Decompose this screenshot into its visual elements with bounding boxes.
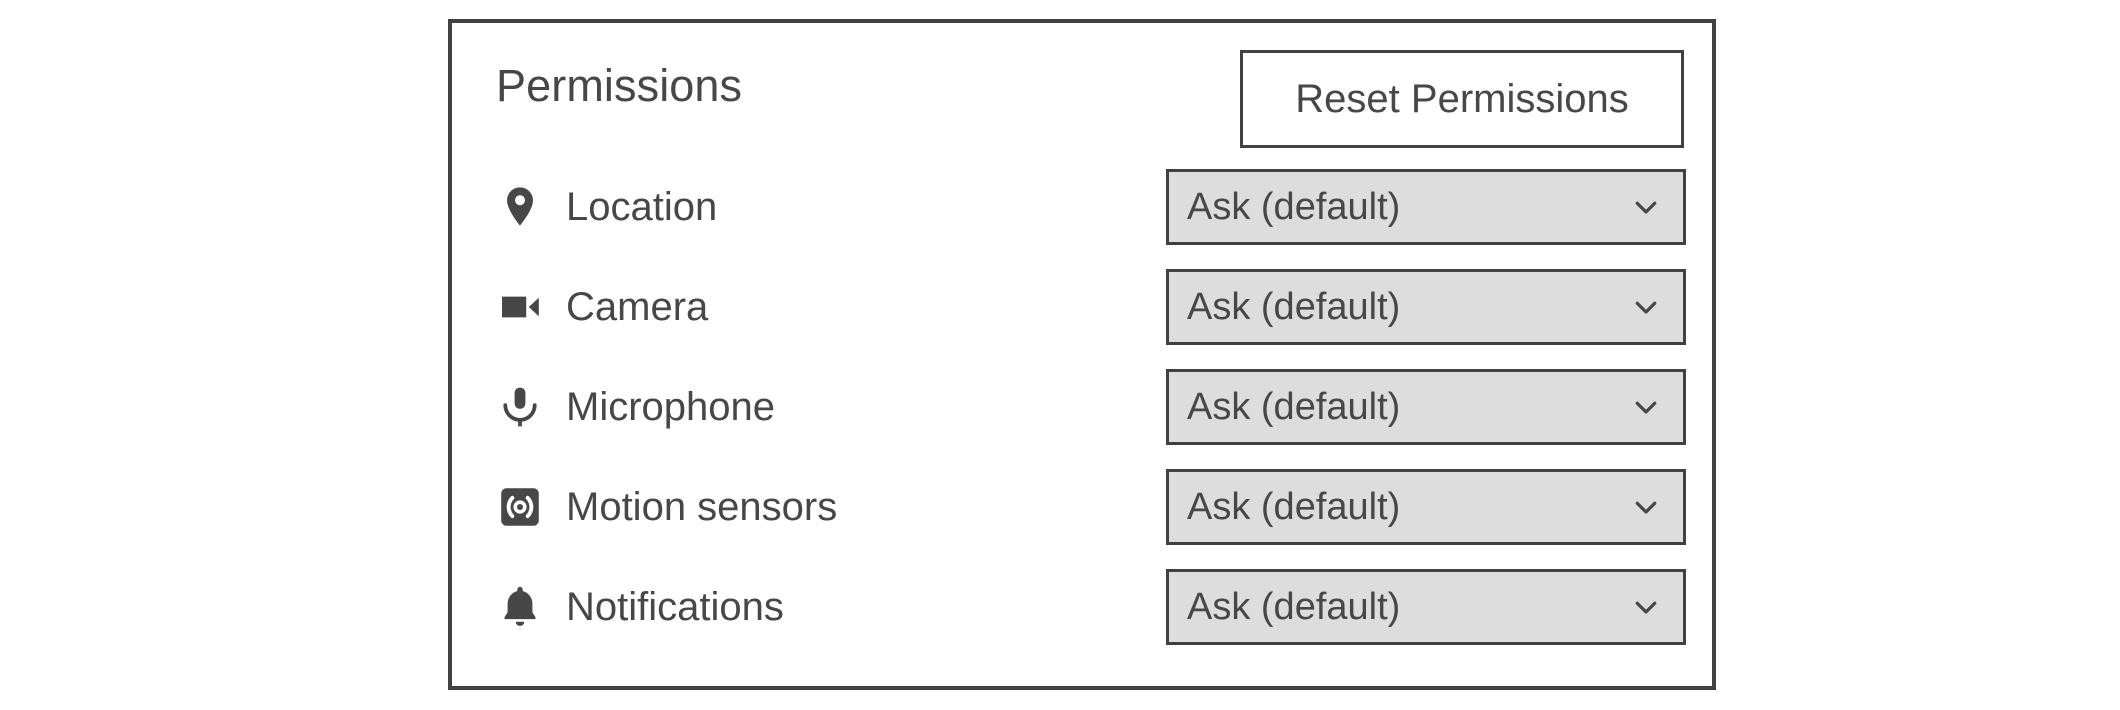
permissions-card-header: Permissions Reset Permissions (452, 23, 1712, 157)
location-pin-icon (494, 181, 546, 233)
page-title: Permissions (496, 60, 743, 111)
permission-row-notifications: Notifications Ask (default) (452, 557, 1712, 657)
permissions-list: Location Ask (default) Camera (452, 157, 1712, 657)
permission-select-value: Ask (default) (1187, 386, 1401, 428)
permission-select-value: Ask (default) (1187, 286, 1401, 328)
chevron-down-icon (1631, 292, 1661, 322)
chevron-down-icon (1631, 592, 1661, 622)
permission-row-camera: Camera Ask (default) (452, 257, 1712, 357)
permission-row-microphone: Microphone Ask (default) (452, 357, 1712, 457)
permission-select-value: Ask (default) (1187, 186, 1401, 228)
motion-sensor-icon (494, 481, 546, 533)
permission-label: Camera (566, 285, 709, 329)
permission-label: Notifications (566, 585, 784, 629)
permission-label: Microphone (566, 385, 776, 429)
permission-select-notifications[interactable]: Ask (default) (1166, 569, 1686, 645)
video-camera-icon (494, 281, 546, 333)
chevron-down-icon (1631, 492, 1661, 522)
permission-row-motion-sensors: Motion sensors Ask (default) (452, 457, 1712, 557)
chevron-down-icon (1631, 192, 1661, 222)
permission-select-motion-sensors[interactable]: Ask (default) (1166, 469, 1686, 545)
permission-select-value: Ask (default) (1187, 586, 1401, 628)
permissions-card: Permissions Reset Permissions Location A… (448, 19, 1716, 690)
reset-permissions-button[interactable]: Reset Permissions (1240, 50, 1684, 148)
microphone-icon (494, 381, 546, 433)
permission-select-microphone[interactable]: Ask (default) (1166, 369, 1686, 445)
permission-row-location: Location Ask (default) (452, 157, 1712, 257)
chevron-down-icon (1631, 392, 1661, 422)
permission-label: Location (566, 185, 718, 229)
permission-label: Motion sensors (566, 485, 838, 529)
permission-select-camera[interactable]: Ask (default) (1166, 269, 1686, 345)
permission-select-value: Ask (default) (1187, 486, 1401, 528)
bell-icon (494, 581, 546, 633)
permission-select-location[interactable]: Ask (default) (1166, 169, 1686, 245)
